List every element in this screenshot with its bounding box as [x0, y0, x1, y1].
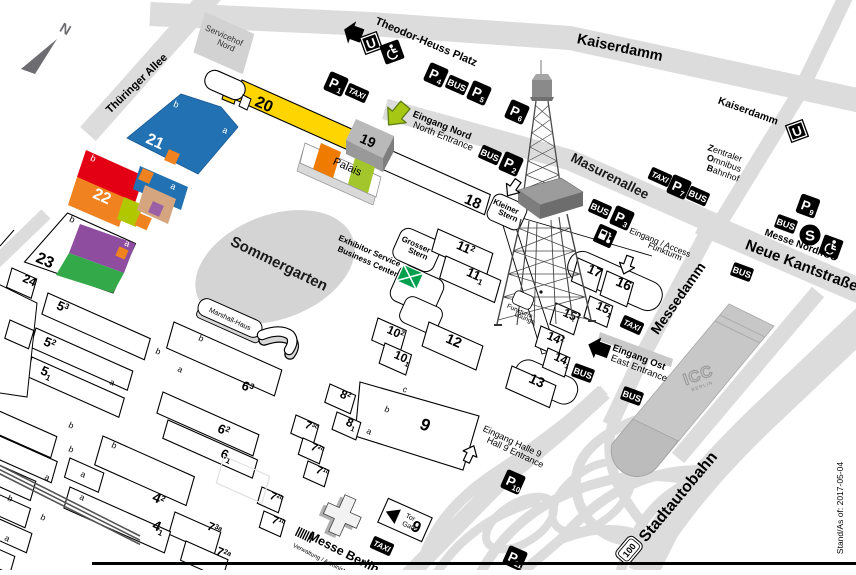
svg-text:18: 18	[462, 191, 484, 213]
svg-text:12: 12	[444, 330, 465, 351]
svg-text:S: S	[805, 228, 815, 245]
svg-text:21: 21	[143, 131, 166, 154]
svg-text:b: b	[39, 512, 48, 523]
svg-text:a: a	[169, 181, 178, 192]
svg-text:2: 2	[510, 166, 517, 176]
svg-text:b: b	[67, 420, 76, 431]
svg-text:b: b	[6, 493, 15, 504]
svg-text:a: a	[108, 377, 117, 388]
svg-text:a: a	[123, 238, 132, 249]
svg-text:5: 5	[478, 95, 485, 105]
svg-text:b: b	[383, 404, 392, 415]
svg-text:a: a	[3, 533, 12, 544]
svg-text:a: a	[78, 492, 87, 503]
svg-text:a: a	[43, 472, 52, 483]
svg-text:19: 19	[358, 130, 379, 151]
svg-text:7: 7	[678, 189, 685, 199]
svg-text:a: a	[176, 364, 185, 375]
svg-text:16: 16	[614, 273, 635, 294]
svg-text:b: b	[197, 333, 206, 344]
svg-text:13: 13	[527, 370, 548, 391]
svg-text:3: 3	[621, 220, 628, 230]
svg-text:b: b	[110, 440, 119, 451]
svg-text:6: 6	[516, 114, 523, 124]
svg-text:9: 9	[808, 208, 815, 218]
svg-text:c: c	[401, 384, 410, 395]
svg-text:20: 20	[252, 94, 275, 117]
svg-text:17: 17	[585, 261, 604, 281]
svg-text:b: b	[68, 214, 77, 225]
svg-text:4: 4	[435, 77, 443, 87]
svg-text:1: 1	[335, 86, 342, 96]
svg-text:10: 10	[510, 483, 521, 495]
svg-text:Tor: Tor	[404, 513, 416, 524]
svg-text:23: 23	[33, 250, 56, 273]
svg-text:b: b	[67, 444, 76, 455]
svg-text:b: b	[172, 99, 181, 110]
svg-text:b: b	[89, 153, 98, 164]
svg-text:24: 24	[21, 271, 39, 289]
svg-text:Stand/As of: 2017-05-04: Stand/As of: 2017-05-04	[835, 462, 845, 554]
svg-text:a: a	[365, 426, 374, 437]
svg-text:a: a	[221, 125, 230, 136]
svg-text:22: 22	[90, 186, 113, 209]
svg-text:a: a	[79, 469, 88, 480]
svg-text:b: b	[154, 346, 163, 357]
